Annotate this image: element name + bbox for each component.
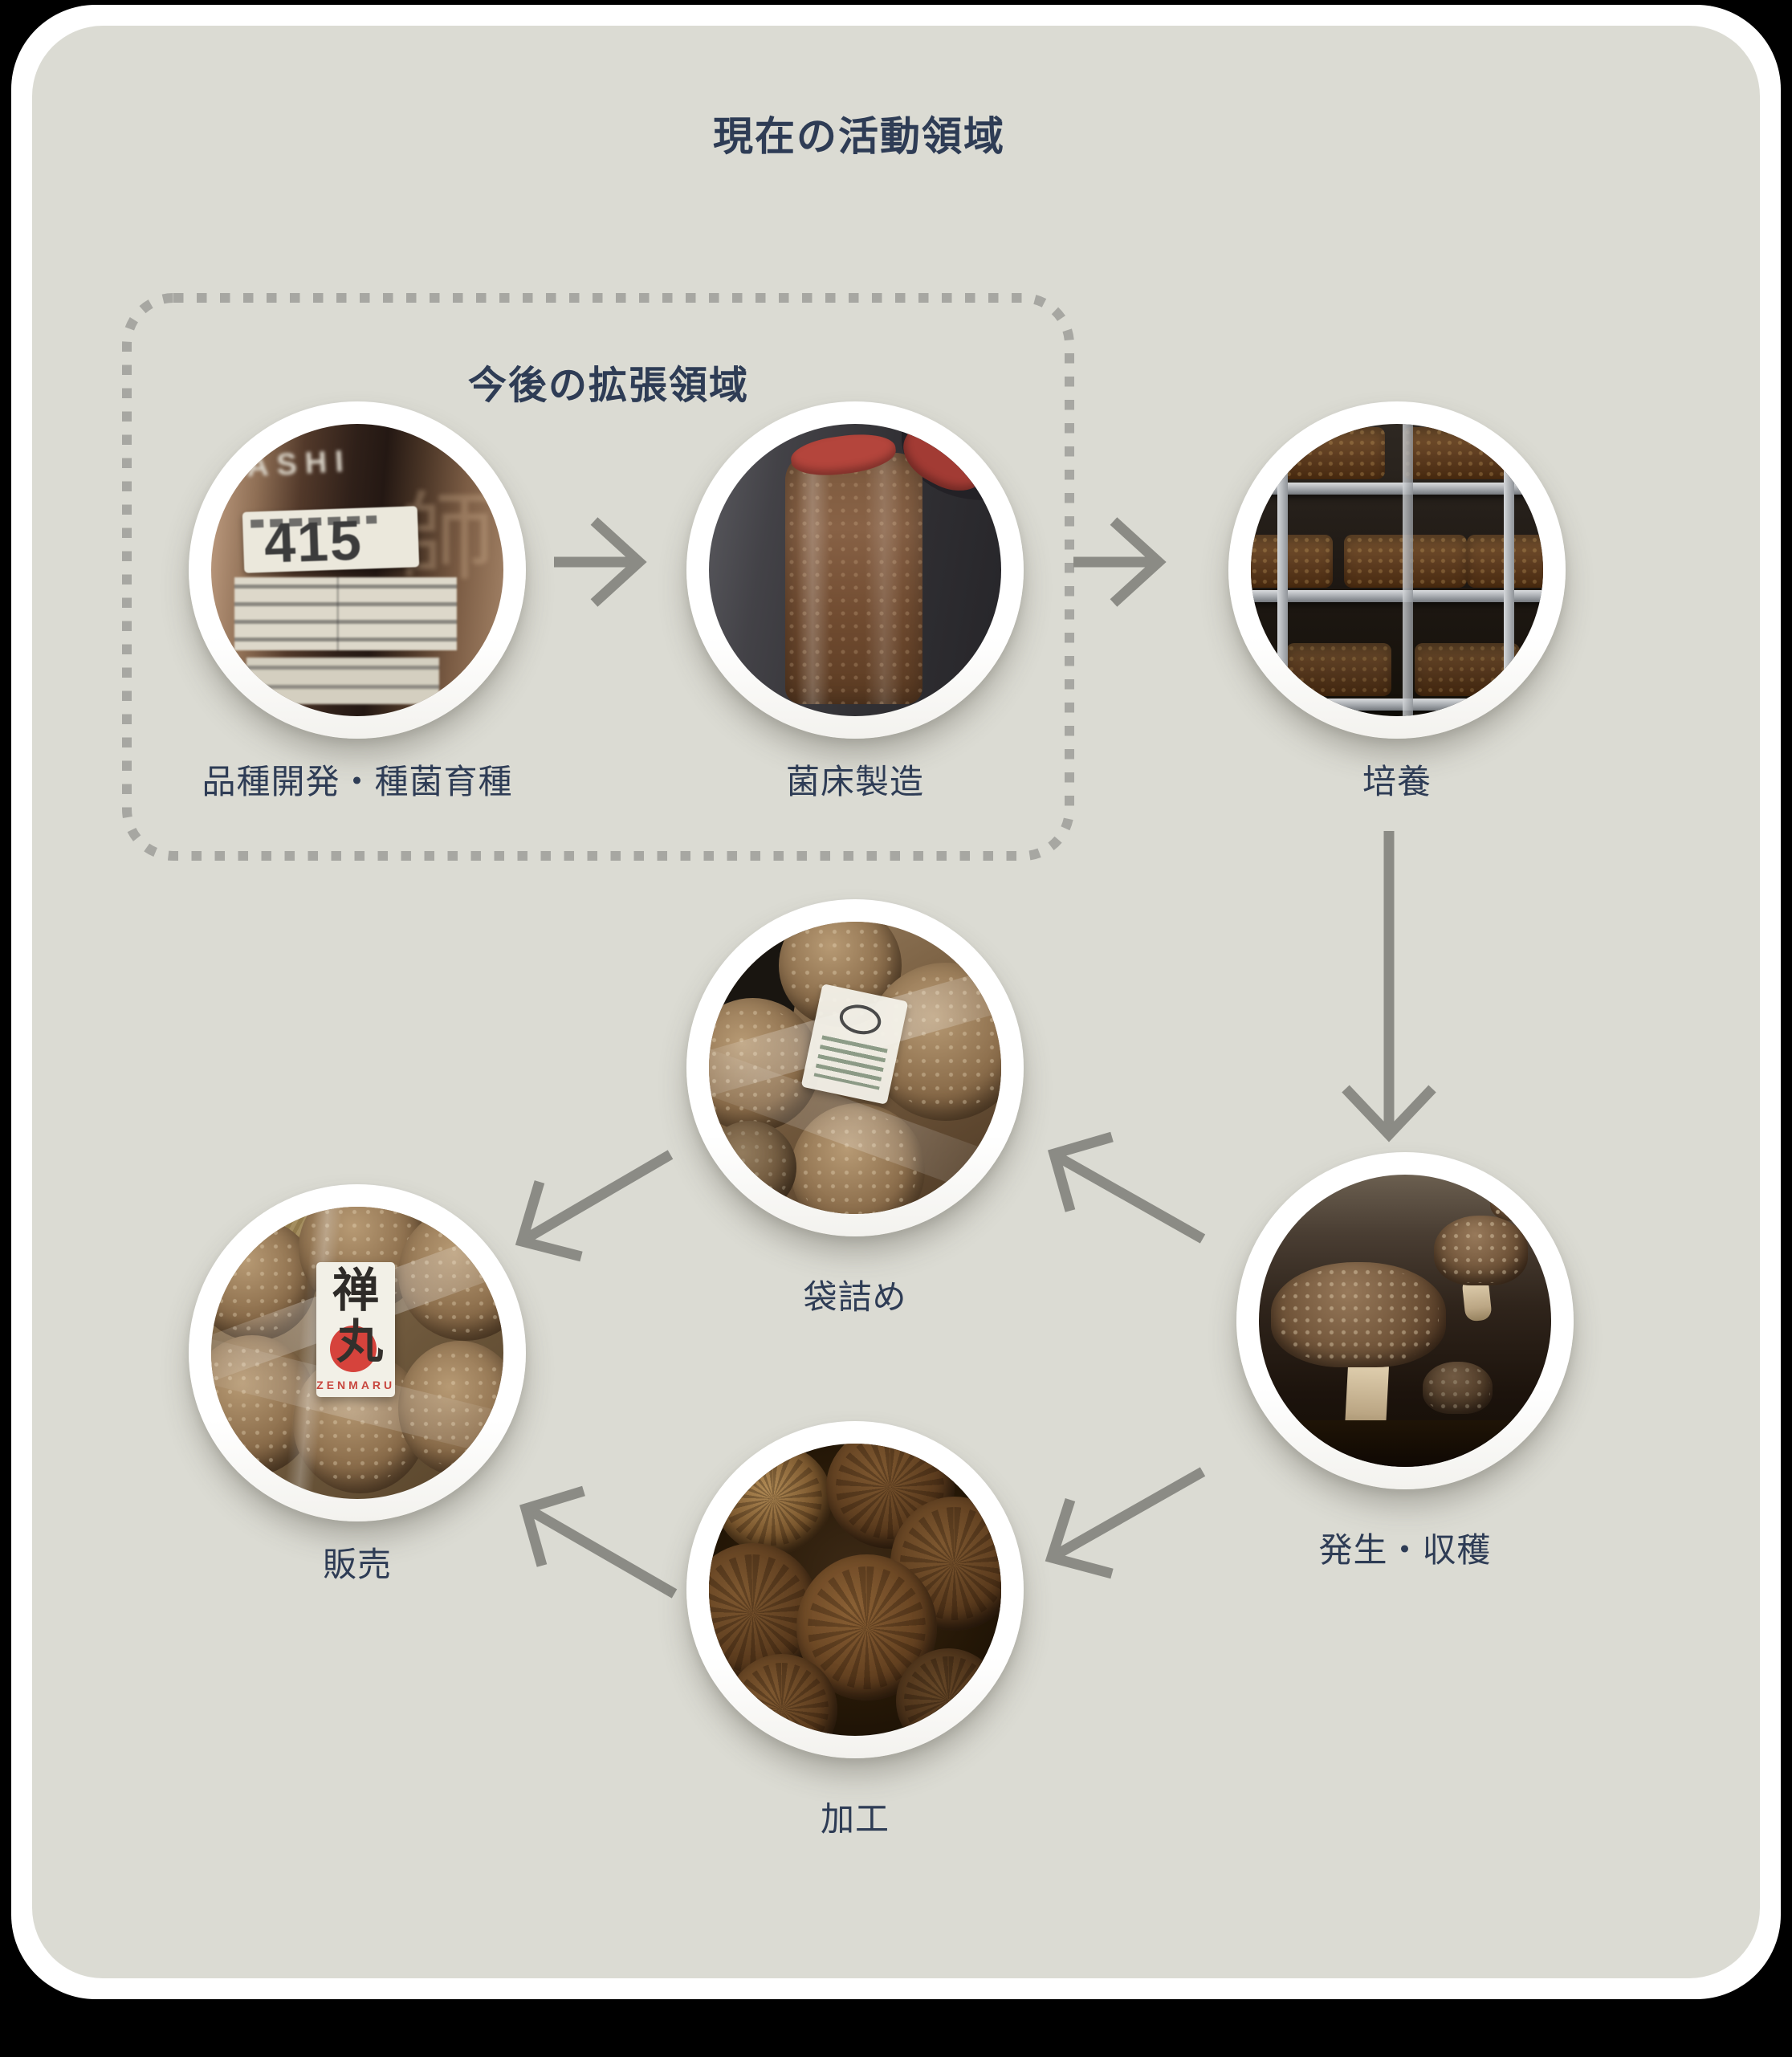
stage-sales: 禅 丸 ZENMARU 販売 <box>189 1184 526 1583</box>
stage-label-cultivation: 培養 <box>1362 763 1432 800</box>
price-number: 415 <box>263 507 365 575</box>
shelf-post <box>1503 424 1514 716</box>
dried-mushroom-cap <box>895 1648 1001 1736</box>
stage-label-bagging: 袋詰め <box>803 1278 907 1316</box>
expansion-area-label: 今後の拡張領域 <box>467 365 750 407</box>
shelf-bar <box>1251 482 1543 495</box>
substrate-block <box>1285 643 1391 696</box>
substrate-bed <box>1259 1420 1551 1467</box>
photo-ring <box>1236 1152 1574 1489</box>
spec-sticker-lower <box>246 658 439 705</box>
photo-ring: ASHI 師 415 <box>189 401 526 739</box>
photo-ring <box>686 401 1024 739</box>
mushroom-cap <box>709 997 821 1133</box>
price-sticker: 415 <box>242 505 420 575</box>
mushroom-cap <box>397 1207 503 1342</box>
dried-mushroom-cap <box>715 1444 832 1555</box>
stage-harvest: 発生・収穫 <box>1236 1152 1574 1569</box>
substrate-block <box>1414 643 1520 696</box>
zenmaru-package-photo: 禅 丸 ZENMARU <box>211 1207 503 1499</box>
dried-shiitake-photo <box>709 1444 1001 1736</box>
photo-ring <box>686 899 1024 1236</box>
fruiting-mushrooms-photo <box>1259 1175 1551 1467</box>
zenmaru-maru-character: 丸 <box>336 1315 384 1368</box>
mushroom-cap <box>709 1120 797 1214</box>
zenmaru-roman-text: ZENMARU <box>316 1378 396 1391</box>
dried-mushroom-cap <box>726 1654 838 1736</box>
stage-cultivation: 培養 <box>1228 401 1566 800</box>
shelf-bar <box>1251 699 1543 711</box>
bagged-mushrooms-photo <box>709 922 1001 1214</box>
red-circle-icon <box>330 1325 377 1372</box>
spec-sticker <box>234 577 457 651</box>
shelf-bar <box>1251 590 1543 603</box>
mushroom-cap <box>1270 1262 1446 1368</box>
substrate-block <box>784 453 922 705</box>
shelf-post <box>1277 424 1288 716</box>
zenmaru-brand-label: 禅 丸 ZENMARU <box>316 1262 396 1397</box>
zenmaru-maru-mark: 丸 <box>330 1315 384 1372</box>
spawn-bottle-photo: ASHI 師 415 <box>211 424 503 716</box>
photo-ring <box>1228 401 1566 739</box>
substrate-block <box>1251 535 1334 588</box>
incubation-shelves-photo <box>1251 424 1543 716</box>
stage-label-processing: 加工 <box>820 1800 890 1838</box>
photo-ring <box>686 1421 1024 1758</box>
substrate-block-photo <box>709 424 1001 716</box>
stage-processing: 加工 <box>686 1421 1024 1838</box>
mushroom-cap <box>1434 1215 1528 1286</box>
stage-label-sales: 販売 <box>322 1546 393 1583</box>
bottle-brand-text: ASHI <box>245 444 352 484</box>
photo-ring: 禅 丸 ZENMARU <box>189 1184 526 1521</box>
stage-breeding: ASHI 師 415 品種開発・種菌育種 <box>189 401 526 800</box>
stage-substrate: 菌床製造 <box>686 401 1024 800</box>
mushroom-cap <box>790 1102 926 1214</box>
page-title: 現在の活動領域 <box>713 114 1005 159</box>
zenmaru-zen-character: 禅 <box>332 1264 380 1317</box>
mushroom-cap <box>397 1341 503 1476</box>
mushroom-cap <box>1489 1180 1546 1222</box>
shelf-post <box>1403 424 1414 716</box>
stage-bagging: 袋詰め <box>686 899 1024 1316</box>
stage-label-harvest: 発生・収穫 <box>1318 1531 1492 1569</box>
stage-label-breeding: 品種開発・種菌育種 <box>202 763 513 800</box>
mushroom-cap <box>1422 1361 1493 1415</box>
stage-label-substrate: 菌床製造 <box>785 763 925 800</box>
